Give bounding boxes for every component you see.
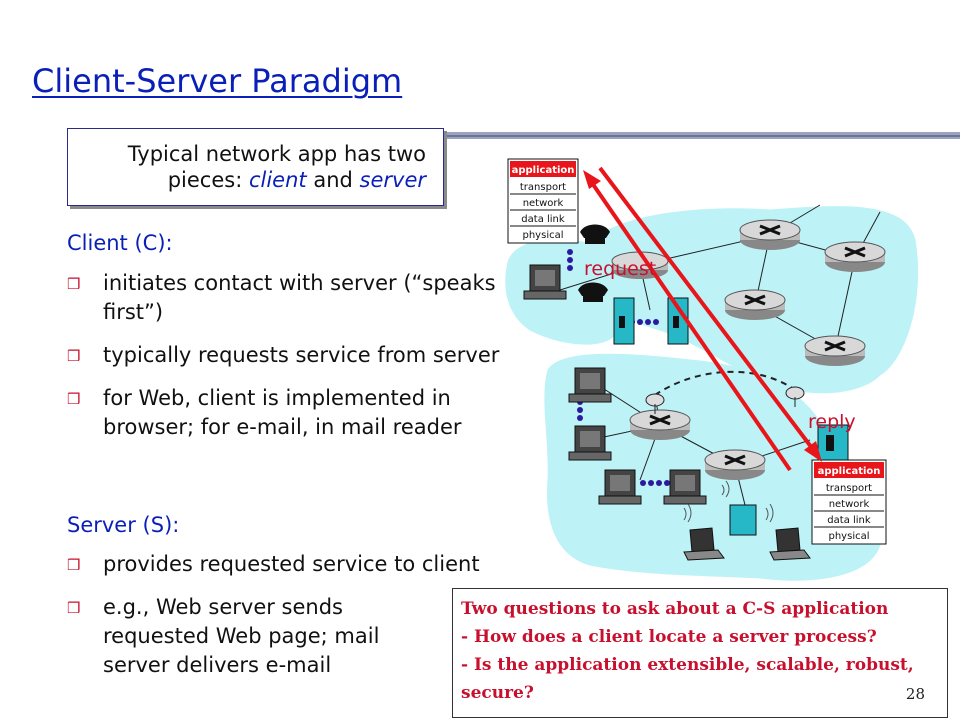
server-bullet: ❒ provides requested service to client bbox=[67, 550, 507, 579]
request-reply-arrows bbox=[583, 166, 822, 472]
server-bullet: ❒ e.g., Web server sends requested Web pa… bbox=[67, 593, 443, 680]
server-tower-icon bbox=[613, 297, 635, 345]
base-station-icon bbox=[729, 504, 757, 536]
ellipsis-dots bbox=[567, 249, 670, 486]
questions-box: Two questions to ask about a C-S applica… bbox=[452, 588, 948, 718]
stack-layer-label: data link bbox=[521, 214, 565, 225]
question-line: Two questions to ask about a C-S applica… bbox=[461, 599, 889, 619]
server-heading: Server (S): bbox=[67, 513, 180, 537]
router-icon bbox=[739, 219, 801, 250]
router-icon bbox=[704, 449, 766, 480]
reply-label: reply bbox=[808, 411, 856, 433]
client-bullet: ❒ initiates contact with server (“speaks … bbox=[67, 269, 507, 327]
stack-layer-application bbox=[814, 462, 884, 478]
client-bullet: ❒ for Web, client is implemented in brows… bbox=[67, 384, 507, 442]
client-protocol-stack: application transport network data link … bbox=[507, 158, 579, 244]
question-line: - How does a client locate a server proc… bbox=[461, 627, 877, 647]
callout-client: client bbox=[248, 168, 307, 192]
server-tower-icon bbox=[817, 424, 849, 466]
stack-layer-label: data link bbox=[827, 515, 871, 526]
client-bullet-text: initiates contact with server (“speaks f… bbox=[103, 271, 496, 324]
question-line: - Is the application extensible, scalabl… bbox=[461, 655, 914, 675]
callout-and: and bbox=[306, 168, 360, 192]
bullet-box-icon: ❒ bbox=[67, 599, 81, 617]
page-number: 28 bbox=[905, 685, 925, 703]
client-bullet: ❒ typically requests service from server bbox=[67, 341, 507, 370]
callout-box: Typical network app has two pieces: clie… bbox=[67, 128, 444, 206]
slide-title: Client-Server Paradigm bbox=[32, 62, 403, 100]
computer-icon bbox=[663, 469, 707, 505]
server-bullets: ❒ provides requested service to client ❒ e… bbox=[67, 550, 507, 694]
bullet-box-icon: ❒ bbox=[67, 347, 81, 365]
satellite-dish-icon bbox=[785, 386, 805, 407]
callout-line-2: pieces: client and server bbox=[68, 167, 426, 193]
request-arrow bbox=[598, 166, 817, 454]
stack-layer-application bbox=[510, 161, 576, 177]
callout-server: server bbox=[359, 168, 426, 192]
stack-layer-label: physical bbox=[829, 531, 870, 542]
wireless-signal-icon bbox=[683, 480, 774, 523]
stack-layer-label: transport bbox=[826, 483, 872, 494]
server-bullet-text: provides requested service to client bbox=[103, 552, 480, 576]
computer-icon bbox=[568, 367, 612, 403]
stack-layer-label: application bbox=[512, 165, 575, 176]
stack-layer-label: transport bbox=[520, 182, 566, 193]
telephone-icon bbox=[580, 224, 610, 244]
satellite-dish-icon bbox=[645, 393, 665, 414]
server-bullet-text: e.g., Web server sends requested Web pag… bbox=[103, 595, 380, 677]
stack-layer-label: application bbox=[818, 466, 881, 477]
router-icon bbox=[724, 289, 786, 320]
request-arrowhead bbox=[804, 441, 822, 462]
callout-text: Typical network app has two pieces: clie… bbox=[68, 141, 426, 193]
computer-icon bbox=[523, 264, 567, 300]
client-bullets: ❒ initiates contact with server (“speaks … bbox=[67, 269, 507, 456]
reply-arrowhead bbox=[583, 170, 601, 189]
request-label: request bbox=[584, 258, 656, 280]
laptop-icon bbox=[769, 527, 811, 561]
client-bullet-text: for Web, client is implemented in browse… bbox=[103, 386, 462, 439]
title-rule-line bbox=[435, 135, 960, 137]
stack-layer-label: physical bbox=[523, 230, 564, 241]
reply-arrow bbox=[588, 178, 792, 472]
client-bullet-text: typically requests service from server bbox=[103, 343, 500, 367]
router-icon bbox=[824, 241, 886, 272]
callout-prefix: pieces: bbox=[167, 168, 249, 192]
server-protocol-stack: application transport network data link … bbox=[811, 459, 887, 545]
computer-icon bbox=[568, 425, 612, 461]
question-line: secure? bbox=[461, 683, 534, 703]
stack-layer-label: network bbox=[829, 499, 870, 510]
client-heading: Client (C): bbox=[67, 231, 173, 255]
callout-line-1: Typical network app has two bbox=[127, 142, 426, 166]
stack-layer-label: network bbox=[523, 198, 564, 209]
computer-icon bbox=[598, 469, 642, 505]
bullet-box-icon: ❒ bbox=[67, 275, 81, 293]
router-icon bbox=[804, 335, 866, 366]
bullet-box-icon: ❒ bbox=[67, 556, 81, 574]
router-icon bbox=[629, 409, 691, 440]
laptop-icon bbox=[683, 527, 725, 561]
telephone-icon bbox=[578, 282, 608, 302]
bullet-box-icon: ❒ bbox=[67, 390, 81, 408]
